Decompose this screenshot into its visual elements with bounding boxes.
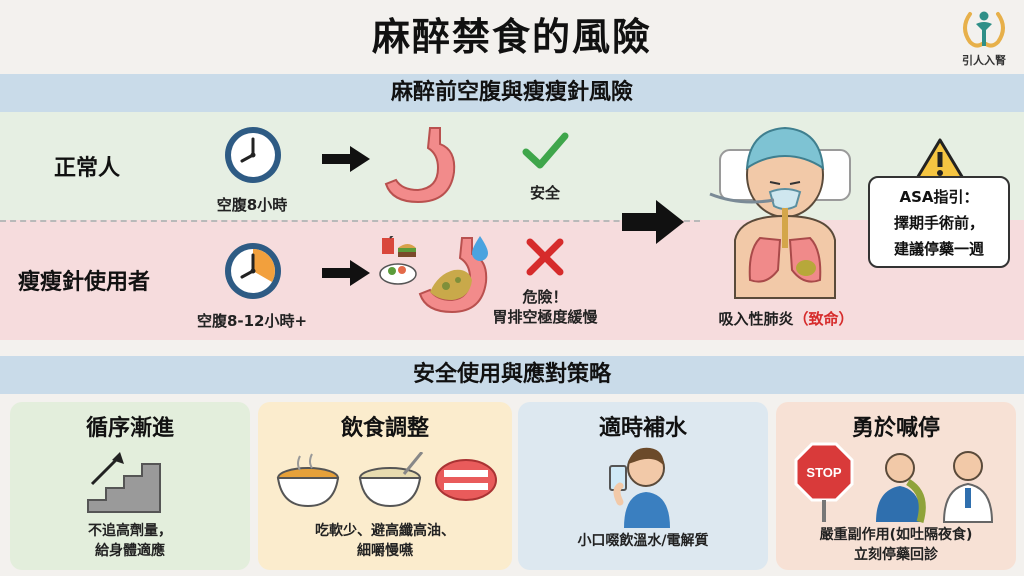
cross-icon	[526, 238, 564, 276]
asa-line2: 擇期手術前，	[893, 214, 984, 232]
normal-fasting-text: 空腹8小時	[216, 196, 288, 214]
check-icon	[522, 132, 569, 169]
svg-text:STOP: STOP	[806, 465, 841, 480]
outcome-label: 吸入性肺炎（致命）	[686, 308, 886, 329]
card-desc-line2: 立刻停藥回診	[854, 547, 938, 563]
full-stomach-icon	[418, 237, 488, 314]
card-desc-line1: 吃軟少、避高纖高油、	[315, 523, 455, 539]
strategy-card-diet: 飲食調整 吃軟少、避高纖高油、 細嚼慢嚥	[258, 402, 512, 570]
person-logo-icon	[963, 11, 1005, 48]
stop-sign-icon: STOP	[794, 442, 994, 523]
logo-text: 引人入腎	[962, 54, 1006, 67]
card-title: 循序漸進	[85, 416, 174, 441]
drinking-water-icon	[609, 447, 670, 528]
section-risk-header: 麻醉前空腹與瘦瘦針風險	[0, 74, 1024, 112]
normal-result: 安全	[529, 184, 560, 202]
card-desc-line2: 細嚼慢嚥	[357, 543, 413, 559]
arrow-right-icon	[622, 200, 684, 244]
card-desc-line1: 小口啜飲溫水/電解質	[577, 533, 709, 549]
glp-result-line2: 胃排空極度緩慢	[492, 308, 598, 326]
row-divider	[0, 220, 700, 222]
glp-result-line1: 危險！	[522, 288, 568, 306]
asa-line3: 建議停藥一週	[893, 240, 984, 258]
card-title: 飲食調整	[340, 416, 429, 441]
glp-row	[0, 220, 1024, 340]
strategy-card-hydration: 適時補水 小口啜飲溫水/電解質	[518, 402, 768, 570]
normal-row	[0, 112, 1024, 220]
section-strategy-header: 安全使用與應對策略	[0, 356, 1024, 394]
card-title: 勇於喊停	[851, 416, 940, 441]
arrow-right-icon	[322, 260, 370, 286]
patient-aspiration-icon	[709, 126, 851, 299]
card-title: 適時補水	[598, 416, 687, 441]
outcome-text: 吸入性肺炎	[718, 310, 794, 328]
asa-guideline-box: ASA指引： 擇期手術前， 建議停藥一週	[868, 176, 1010, 268]
card-desc-line1: 不追高劑量，	[88, 523, 172, 539]
card-desc-line1: 嚴重副作用(如吐隔夜食)	[819, 527, 973, 543]
glp-label: 瘦瘦針使用者	[18, 270, 151, 295]
food-icon	[379, 236, 417, 285]
empty-stomach-icon	[384, 127, 456, 204]
glp-fasting-text: 空腹8-12小時+	[196, 312, 308, 330]
outcome-emphasis: （致命）	[793, 310, 854, 328]
strategy-card-gradual: 循序漸進 不追高劑量， 給身體適應	[10, 402, 250, 570]
soft-food-icon	[276, 452, 497, 508]
arrow-right-icon	[322, 146, 370, 172]
strategy-card-stop: 勇於喊停 STOP 嚴重副作用(如吐隔夜食) 立刻停藥回診	[776, 402, 1016, 570]
asa-line1: ASA指引：	[899, 188, 979, 206]
brand-logo: 引人入腎	[952, 6, 1016, 72]
page-title: 麻醉禁食的風險	[371, 15, 652, 59]
clock-icon	[225, 127, 281, 183]
card-desc-line2: 給身體適應	[95, 543, 165, 559]
clock-icon	[225, 243, 281, 299]
water-drop-icon	[472, 236, 488, 261]
normal-label: 正常人	[54, 156, 121, 181]
stairs-icon	[87, 452, 161, 513]
